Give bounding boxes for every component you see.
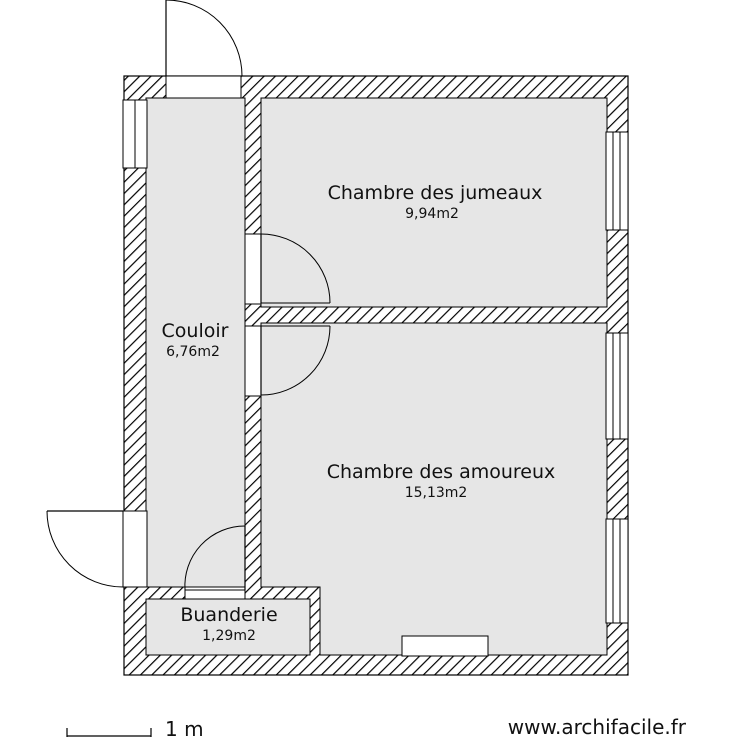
room-name-jumeaux: Chambre des jumeaux [328,182,543,204]
room-chambre-jumeaux[interactable] [260,97,608,308]
room-area-jumeaux: 9,94m2 [405,206,459,222]
scale-bar [66,728,152,737]
room-name-buanderie: Buanderie [180,604,277,626]
window-bottom [401,635,489,657]
side-door-left[interactable] [46,510,148,588]
door-amoureux[interactable] [244,325,331,397]
room-area-couloir: 6,76m2 [166,344,220,360]
window-right-3 [605,518,629,624]
window-left-top [122,99,148,169]
site-credit: www.archifacile.fr [508,715,687,739]
window-right-2 [605,332,629,440]
room-area-amoureux: 15,13m2 [405,485,468,501]
room-name-couloir: Couloir [162,320,229,342]
door-jumeaux[interactable] [244,233,331,305]
window-right-1 [605,131,629,231]
room-buanderie[interactable] [145,598,311,656]
room-chambre-amoureux[interactable] [260,322,608,656]
entrance-door[interactable] [165,0,243,99]
room-couloir[interactable] [145,97,246,588]
room-name-amoureux: Chambre des amoureux [327,461,556,483]
room-area-buanderie: 1,29m2 [202,628,256,644]
door-buanderie[interactable] [184,525,246,600]
scale-label: 1 m [165,717,204,741]
